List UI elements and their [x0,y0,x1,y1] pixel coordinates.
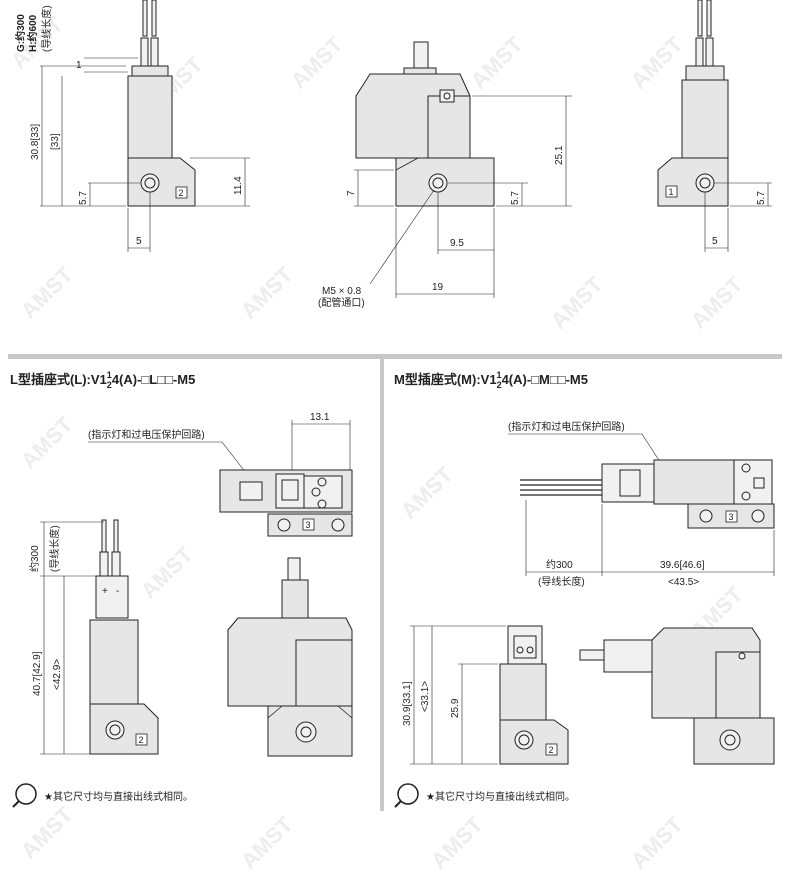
magnifier-icon [15,783,37,805]
dim-7: 7 [346,190,357,196]
watermark: AMST [236,811,298,873]
watermark: AMST [426,811,488,873]
dim-30-9: 30.9[33.1] [402,681,413,726]
dim-5-7-right: 5.7 [756,191,767,205]
dim-5-right: 5 [712,236,718,247]
dim-33: [33] [50,133,61,150]
m-lamp-circuit-note: (指示灯和过电压保护回路) [508,420,625,433]
m-front-view: 2 [499,625,569,765]
m-port-badge-2: 2 [549,745,554,755]
watermark: AMST [16,411,78,473]
port-size-label: M5 × 0.8 [322,286,362,297]
dim-19: 19 [432,282,444,293]
l-top-view: 3 [219,469,353,537]
dim-11-4: 11.4 [233,176,244,195]
m-top-view: 3 [520,459,775,529]
l-front-view: + - 2 [89,519,159,755]
top-section: G:约300H:约600 (导线长度) 2 30.8[33] [33] 1 [14,0,772,309]
left-valve-front: 2 [127,0,196,207]
m-wire-note: (导线长度) [538,575,585,588]
port-size-note: (配管通口) [318,296,365,309]
l-footnote-text: ★其它尺寸均与直接出线式相同。 [44,790,193,803]
dim-33-1: <33.1> [420,681,431,712]
dim-30-8: 30.8[33] [30,124,41,160]
port-badge-1: 1 [669,187,674,197]
dim-25-9: 25.9 [450,698,461,718]
dim-40-7: 40.7[42.9] [32,651,43,696]
dim-13-1: 13.1 [310,412,330,423]
middle-valve-side [355,41,495,207]
magnifier-icon [397,783,419,805]
l-wire-note: (导线长度) [48,525,61,572]
dim-5-left: 5 [136,236,142,247]
m-footnote: ★其它尺寸均与直接出线式相同。 [394,783,575,808]
minus-sign: - [116,586,119,597]
wire-length-note: (导线长度) [40,5,53,52]
watermark: AMST [626,31,688,93]
dim-5-7-left: 5.7 [78,191,89,205]
watermark: AMST [546,271,608,333]
dim-43-5: <43.5> [668,577,699,588]
m-wire-length: 约300 [546,558,573,571]
port-badge-2-l: 2 [139,735,144,745]
wire-length-label: G:约300H:约600 [14,14,39,52]
watermark: AMST [236,261,298,323]
watermark: AMST [396,461,458,523]
dim-1: 1 [76,60,82,71]
port-badge-3: 3 [306,520,311,530]
section-divider [8,354,782,359]
watermark: AMST [686,271,748,333]
right-valve-front: 1 [657,0,729,207]
m-port-badge-3: 3 [729,512,734,522]
watermark: AMST [466,31,528,93]
dim-5-7-mid: 5.7 [510,191,521,205]
plus-sign: + [102,586,108,597]
l-wire-length: 约300 [28,545,41,572]
l-footnote: ★其它尺寸均与直接出线式相同。 [12,783,193,808]
column-divider [380,359,384,811]
dim-42-9: <42.9> [52,659,63,690]
watermark: AMST [16,261,78,323]
watermark: AMST [286,31,348,93]
dim-9-5: 9.5 [450,238,464,249]
m-iso-view [579,627,775,765]
watermark: AMST [626,811,688,873]
lamp-circuit-note: (指示灯和过电压保护回路) [88,428,205,441]
watermark: AMST [136,541,198,603]
l-iso-view [227,557,353,757]
dim-25-1: 25.1 [554,145,565,165]
m-footnote-text: ★其它尺寸均与直接出线式相同。 [426,790,575,803]
dim-39-6: 39.6[46.6] [660,560,705,571]
port-badge-2: 2 [179,188,184,198]
watermark: AMST [16,801,78,863]
